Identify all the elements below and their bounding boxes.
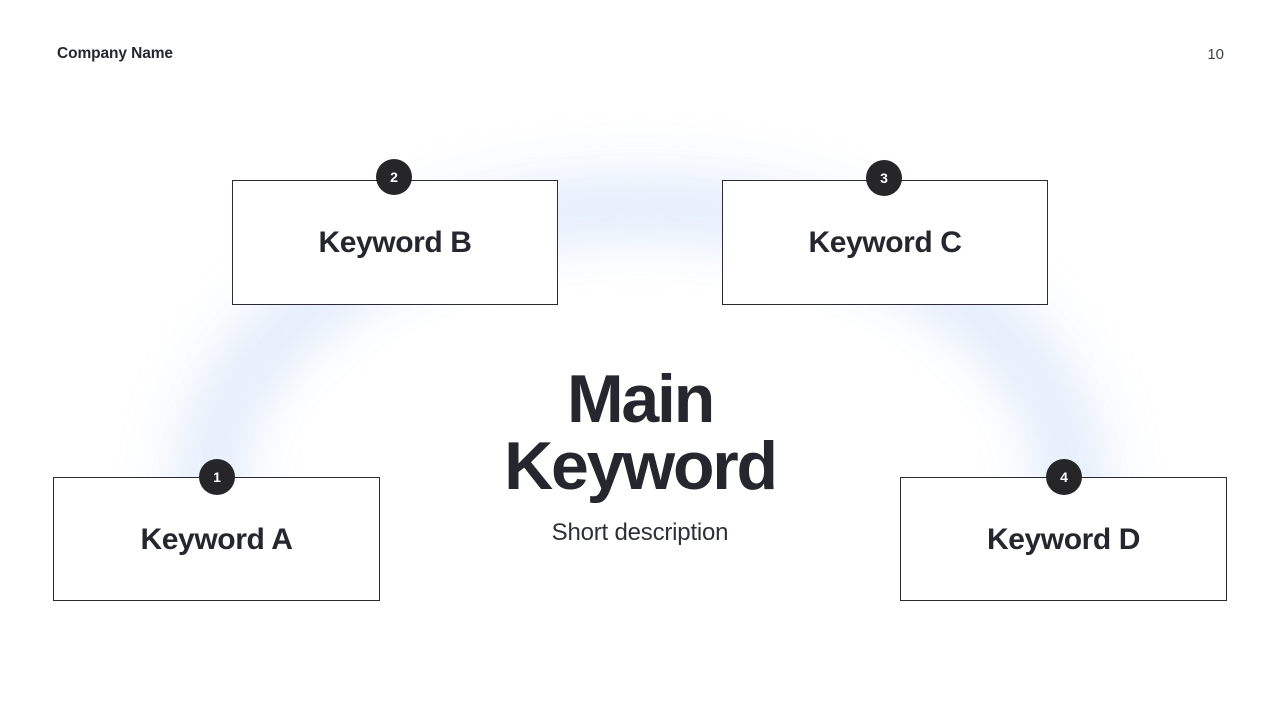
keyword-box-a-label: Keyword A (140, 522, 293, 556)
main-keyword-title: Main Keyword (504, 361, 778, 505)
keyword-box-d[interactable]: Keyword D (900, 477, 1227, 601)
keyword-box-c-label: Keyword C (808, 226, 962, 259)
step-badge-1[interactable]: 1 (199, 459, 235, 495)
keyword-box-b-label: Keyword B (318, 226, 472, 259)
keyword-box-b[interactable]: Keyword B (232, 180, 558, 305)
keyword-box-c[interactable]: Keyword C (722, 180, 1048, 305)
short-description-text: Short description (551, 518, 729, 546)
keyword-box-a[interactable]: Keyword A (53, 477, 380, 601)
company-name: Company Name (57, 45, 173, 62)
step-badge-3[interactable]: 3 (866, 160, 902, 196)
page-number: 10 (1207, 46, 1224, 63)
center-title-block: Main Keyword Short description (440, 361, 840, 547)
step-badge-2[interactable]: 2 (376, 159, 412, 195)
step-badge-4[interactable]: 4 (1046, 459, 1082, 495)
keyword-box-d-label: Keyword D (986, 522, 1141, 556)
